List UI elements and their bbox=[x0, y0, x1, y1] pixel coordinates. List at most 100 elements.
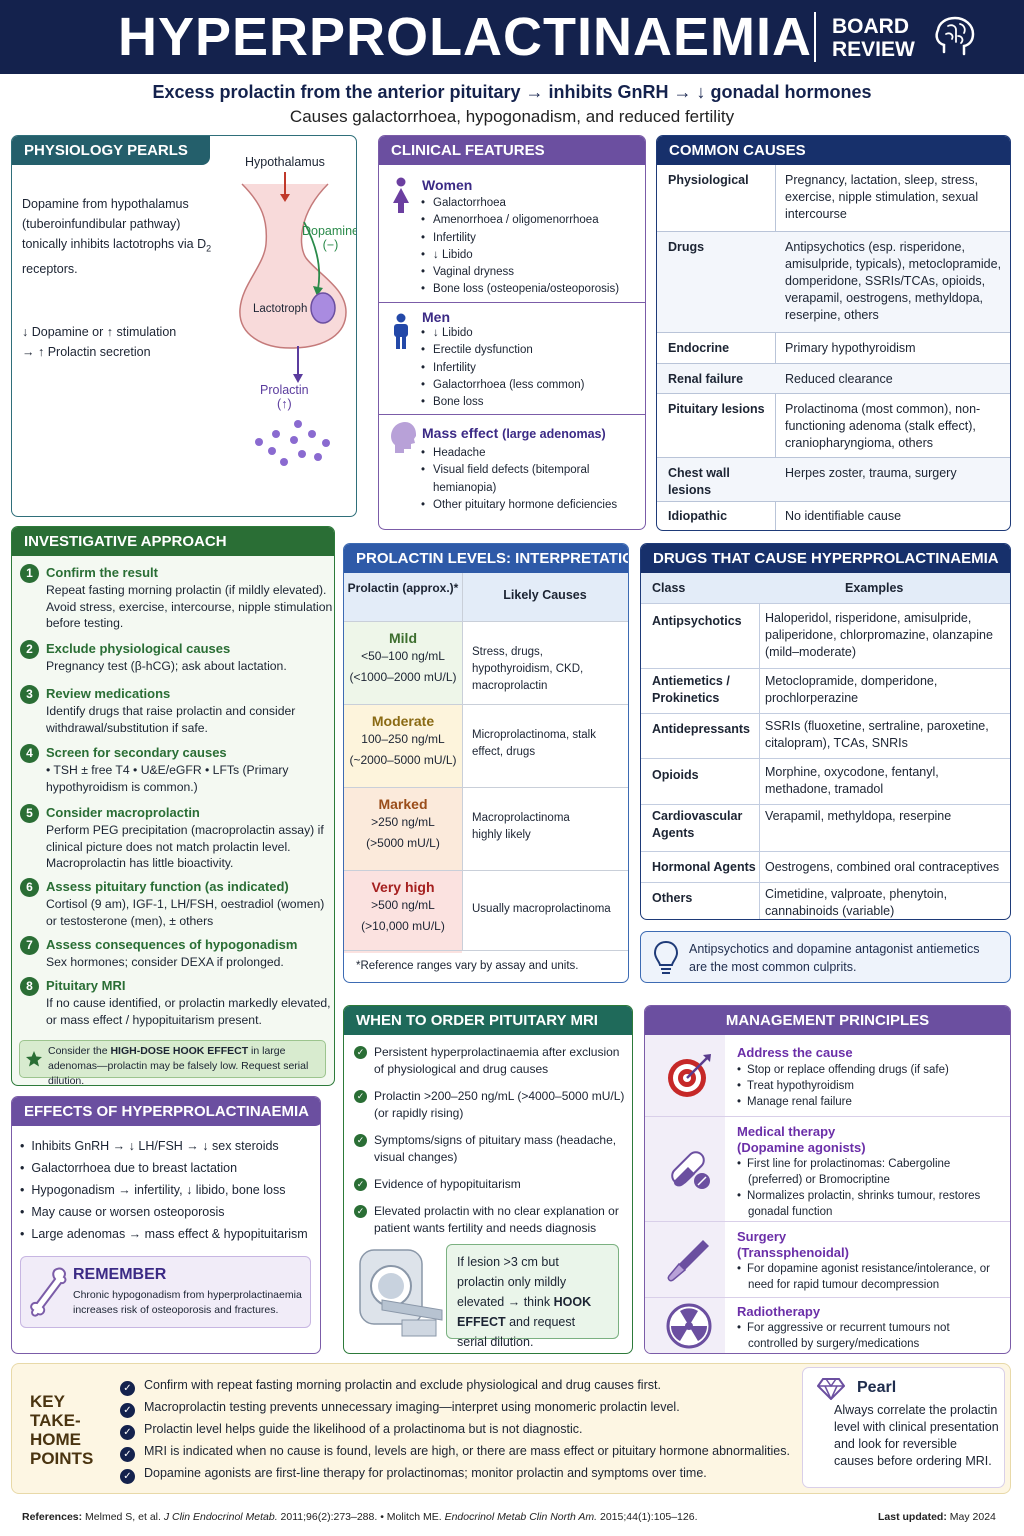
management-list: For dopamine agonist resistance/intolera… bbox=[737, 1261, 1002, 1293]
level-ngml: 100–250 ng/mL bbox=[361, 732, 445, 746]
men-heading: Men bbox=[422, 309, 450, 325]
list-item: Bone loss (osteopenia/osteoporosis) bbox=[421, 281, 619, 298]
take-home-point: ✓Confirm with repeat fasting morning pro… bbox=[120, 1377, 661, 1396]
step-number: 3 bbox=[20, 685, 39, 704]
clinical-title: CLINICAL FEATURES bbox=[379, 136, 645, 165]
management-list: For aggressive or recurrent tumours not … bbox=[737, 1320, 1002, 1352]
list-item: Other pituitary hormone deficiencies bbox=[421, 497, 637, 514]
remember-callout: REMEMBER Chronic hypogonadism from hyper… bbox=[20, 1256, 311, 1328]
causes-title: COMMON CAUSES bbox=[657, 136, 1010, 165]
level-cause: Macroprolactinoma highly likely bbox=[472, 812, 570, 841]
level-name: Mild bbox=[389, 630, 417, 646]
investigative-title: INVESTIGATIVE APPROACH bbox=[12, 527, 334, 556]
list-item: ✓Evidence of hypopituitarism bbox=[354, 1176, 626, 1193]
levels-title: PROLACTIN LEVELS: INTERPRETATION bbox=[344, 544, 628, 573]
header-divider bbox=[814, 12, 816, 62]
brain-icon bbox=[935, 16, 975, 56]
list-item: Erectile dysfunction bbox=[421, 342, 585, 359]
woman-icon bbox=[393, 177, 409, 213]
cause-category: Chest wall lesions bbox=[668, 466, 730, 497]
step-body: Sex hormones; consider DEXA if prolonged… bbox=[46, 955, 284, 969]
check-icon: ✓ bbox=[120, 1425, 135, 1440]
management-heading: Address the cause bbox=[737, 1045, 853, 1060]
management-section-cause: Address the cause Stop or replace offend… bbox=[645, 1035, 1010, 1116]
drugs-table-header: Class Examples bbox=[641, 573, 1010, 603]
list-item: Bone loss bbox=[421, 394, 585, 411]
level-cell: Marked>250 ng/mL(>5000 mU/L) bbox=[344, 788, 462, 870]
radiation-icon bbox=[666, 1303, 712, 1349]
management-section-radiotherapy: Radiotherapy For aggressive or recurrent… bbox=[645, 1297, 1010, 1353]
remember-text: Chronic hypogonadism from hyperprolactin… bbox=[73, 1289, 302, 1316]
list-item: ✓ Persistent hyperprolactinaemia after ex… bbox=[354, 1044, 626, 1078]
check-icon: ✓ bbox=[120, 1403, 135, 1418]
step-heading: Assess pituitary function (as indicated) bbox=[46, 879, 289, 894]
drug-examples: SSRIs (fluoxetine, sertraline, paroxetin… bbox=[765, 719, 989, 750]
bone-icon bbox=[30, 1267, 67, 1317]
step-body: Cortisol (9 am), IGF-1, LH/FSH, oestradi… bbox=[46, 897, 325, 928]
mri-note-pre: If lesion >3 cm but prolactin only mildl… bbox=[457, 1255, 567, 1309]
take-home-title: KEY TAKE- HOME POINTS bbox=[30, 1392, 93, 1468]
dopamine-label: Dopamine bbox=[302, 224, 357, 238]
take-home-point: ✓Dopamine agonists are first-line therap… bbox=[120, 1465, 707, 1484]
list-item: First line for prolactinomas: Cabergolin… bbox=[737, 1156, 1002, 1188]
list-item: Inhibits GnRH → ↓ LH/FSH → ↓ sex steroid… bbox=[20, 1135, 308, 1157]
cause-category: Renal failure bbox=[668, 372, 744, 386]
mass-effect-list: Headache Visual field defects (bitempora… bbox=[421, 445, 637, 514]
level-name: Very high bbox=[371, 879, 435, 895]
diagram-label-dopamine: Dopamine (−) bbox=[302, 224, 357, 252]
last-updated-value: May 2024 bbox=[949, 1511, 996, 1523]
take-home-title-line2: TAKE- bbox=[30, 1411, 81, 1430]
list-item: Galactorrhoea bbox=[421, 195, 619, 212]
level-cause: Microprolactinoma, stalk effect, drugs bbox=[472, 729, 596, 758]
level-mul: (<1000–2000 mU/L) bbox=[349, 670, 457, 684]
list-item: ✓Elevated prolactin with no clear explan… bbox=[354, 1203, 626, 1237]
step-body: Perform PEG precipitation (macroprolacti… bbox=[46, 823, 324, 870]
step-heading: Pituitary MRI bbox=[46, 978, 126, 993]
hypothalamus-arrowhead bbox=[280, 194, 290, 202]
level-cause: Stress, drugs, hypothyroidism, CKD, macr… bbox=[472, 646, 584, 692]
drugs-panel: DRUGS THAT CAUSE HYPERPROLACTINAEMIA Cla… bbox=[640, 543, 1011, 920]
drug-class: Cardiovascular Agents bbox=[652, 809, 743, 840]
management-section-surgery: Surgery (Transsphenoidal) For dopamine a… bbox=[645, 1221, 1010, 1297]
references: References: Melmed S, et al. J Clin Endo… bbox=[22, 1511, 698, 1523]
check-icon: ✓ bbox=[354, 1178, 367, 1191]
list-item: Treat hypothyroidism bbox=[737, 1078, 1002, 1094]
cause-category: Physiological bbox=[668, 173, 749, 187]
take-home-text: Macroprolactin testing prevents unnecess… bbox=[144, 1400, 680, 1414]
step-number: 7 bbox=[20, 936, 39, 955]
prolactin-molecules bbox=[255, 420, 330, 466]
clinical-mass-section: Mass effect (large adenomas) Headache Vi… bbox=[379, 414, 645, 529]
clinical-features-panel: CLINICAL FEATURES Women Galactorrhoea Am… bbox=[378, 135, 646, 530]
step-body: • TSH ± free T4 • U&E/eGFR • LFTs (Prima… bbox=[46, 763, 289, 794]
management-list: Stop or replace offending drugs (if safe… bbox=[737, 1062, 1002, 1110]
badge-line-2: REVIEW bbox=[832, 38, 915, 61]
cause-detail: Antipsychotics (esp. risperidone, amisul… bbox=[785, 240, 1002, 322]
ref-2-journal: Endocrinol Metab Clin North Am. bbox=[444, 1511, 598, 1523]
header-bar bbox=[0, 0, 1024, 74]
cause-detail: No identifiable cause bbox=[785, 509, 902, 523]
take-home-title-line4: POINTS bbox=[30, 1449, 94, 1468]
physiology-text-2: ↓ Dopamine or ↑ stimulation → ↑ Prolacti… bbox=[22, 322, 222, 362]
take-home-text: Dopamine agonists are first-line therapy… bbox=[144, 1466, 707, 1480]
hook-effect-callout: Consider the HIGH-DOSE HOOK EFFECT in la… bbox=[19, 1040, 326, 1087]
levels-table-header: Prolactin (approx.)* Likely Causes bbox=[344, 573, 628, 621]
drug-examples: Oestrogens, combined oral contraceptives bbox=[765, 860, 1000, 874]
list-item: Stop or replace offending drugs (if safe… bbox=[737, 1062, 1002, 1078]
list-item: Headache bbox=[421, 445, 637, 462]
step-body: Repeat fasting morning prolactin (if mil… bbox=[46, 583, 333, 630]
gem-icon bbox=[817, 1378, 845, 1400]
drug-class: Opioids bbox=[652, 768, 699, 782]
list-item: Manage renal failure bbox=[737, 1094, 1002, 1110]
check-icon: ✓ bbox=[354, 1046, 367, 1059]
mri-item-text: Persistent hyperprolactinaemia after exc… bbox=[374, 1045, 620, 1076]
levels-column-divider bbox=[462, 573, 463, 950]
dopamine-arrowhead bbox=[313, 286, 323, 296]
level-mul: (>5000 mU/L) bbox=[366, 836, 440, 850]
take-home-title-line3: HOME bbox=[30, 1430, 81, 1449]
star-icon bbox=[26, 1051, 42, 1067]
drug-class: Antipsychotics bbox=[652, 614, 742, 628]
